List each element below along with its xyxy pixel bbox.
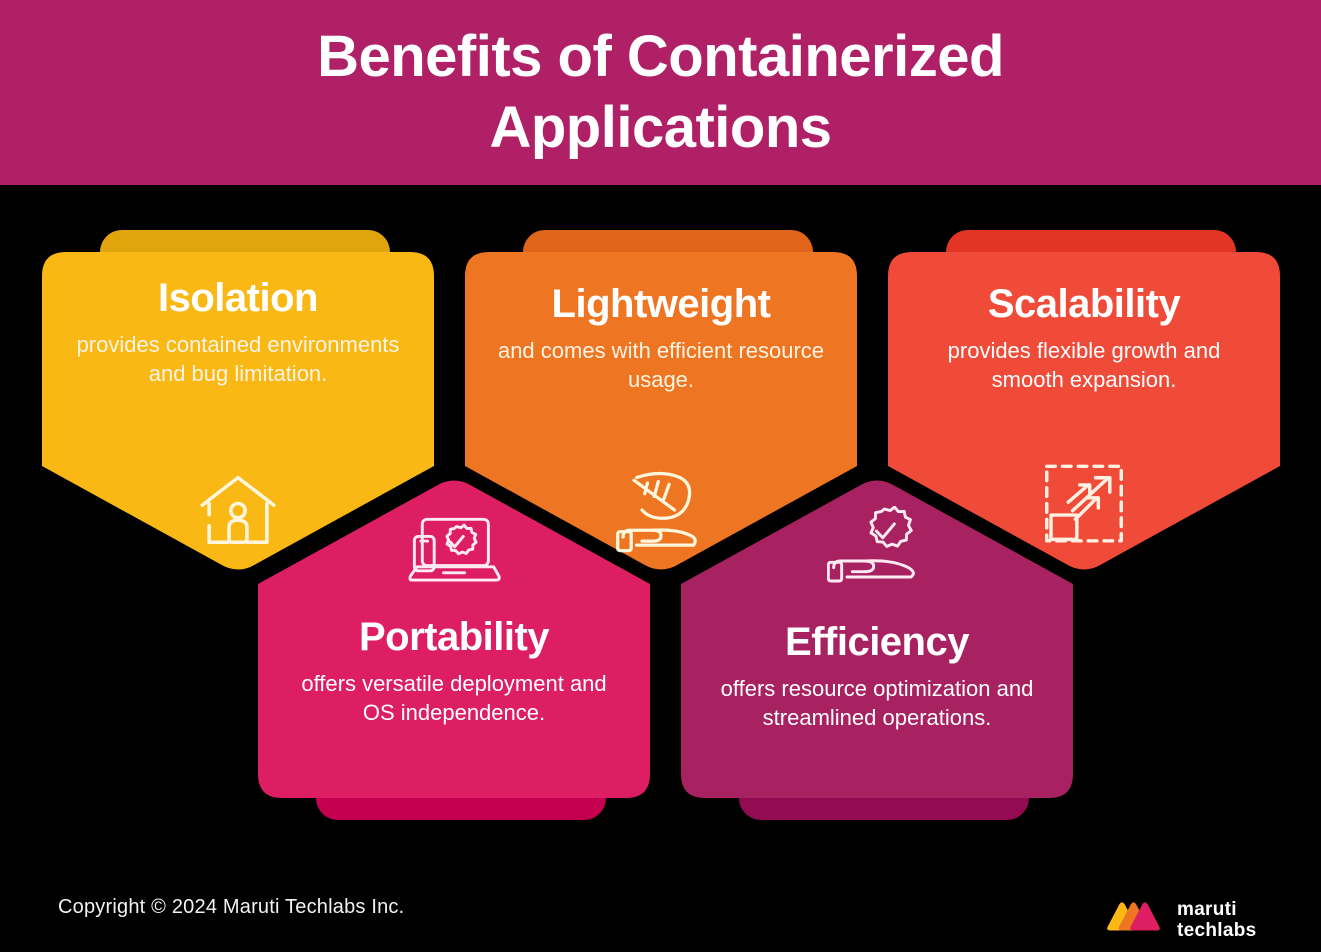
header-banner: Benefits of Containerized Applications (0, 0, 1321, 185)
logo-wordmark: maruti techlabs (1177, 899, 1257, 942)
logo-wordmark-line1: maruti (1177, 898, 1237, 920)
copyright-text: Copyright © 2024 Maruti Techlabs Inc. (58, 896, 405, 918)
card-efficiency[interactable]: Efficiency offers resource optimization … (681, 470, 1073, 820)
card-portability[interactable]: Portability offers versatile deployment … (258, 470, 650, 820)
page-title: Benefits of Containerized Applications (317, 23, 1004, 160)
card-body-shape (465, 252, 857, 570)
logo-mark-icon (1107, 902, 1160, 931)
logo-wordmark-line2: techlabs (1177, 920, 1257, 941)
card-body-shape (42, 252, 434, 570)
card-body-shape (888, 252, 1280, 570)
card-body-shape (258, 480, 650, 798)
card-body-shape (681, 480, 1073, 798)
card-lightweight[interactable]: Lightweight and comes with efficient res… (465, 230, 857, 575)
maruti-techlabs-logo[interactable]: maruti techlabs (1105, 893, 1277, 947)
